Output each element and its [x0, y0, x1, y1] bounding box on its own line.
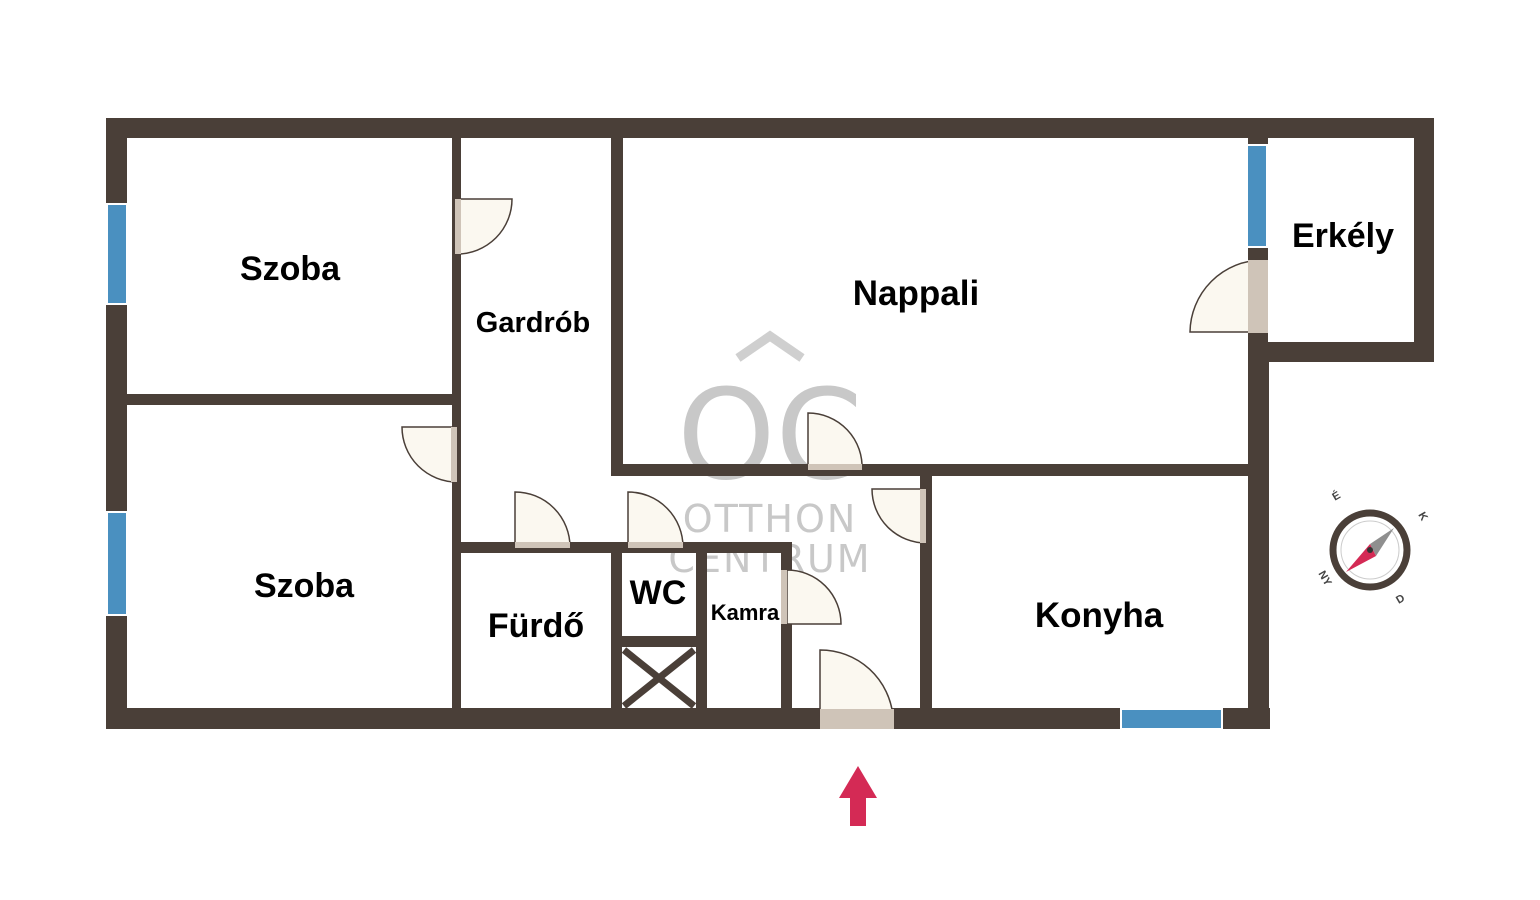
watermark-roof: [735, 330, 805, 362]
window-konyha: [1120, 708, 1223, 730]
compass-letter-d: D: [1394, 592, 1407, 606]
room-label-konyha: Konyha: [1035, 596, 1164, 635]
wall-top: [106, 118, 1268, 138]
compass-letter-k: K: [1415, 510, 1429, 523]
window-szoba-2: [106, 511, 128, 616]
door-konyha: [871, 488, 927, 544]
compass-needle-grey: [1370, 528, 1394, 556]
wall-balcony-bottom: [1248, 342, 1434, 362]
room-label-szoba-1: Szoba: [240, 250, 341, 288]
door-kamra: [786, 569, 842, 625]
compass-letter-ny: NY: [1316, 569, 1334, 589]
door-panel-wc: [628, 542, 683, 548]
windows: [106, 144, 1268, 730]
wall-wc-shaft: [611, 636, 707, 647]
watermark: OC OTTHON CENTRUM: [668, 330, 870, 581]
wall-balcony-top: [1248, 118, 1434, 138]
room-labels: Szoba Szoba Gardrób Nappali Erkély Fürdő…: [240, 217, 1394, 645]
compass-letter-e: É: [1330, 489, 1343, 504]
door-panel-nappali: [808, 464, 862, 470]
wall-kamra-hall: [781, 542, 792, 729]
door-szoba-2: [401, 426, 458, 483]
door-entrance: [819, 649, 894, 718]
room-label-wc: WC: [630, 574, 687, 612]
room-label-furdo: Fürdő: [488, 607, 584, 645]
wall-bottom: [106, 708, 1270, 729]
door-erkely: [1189, 259, 1263, 333]
doors: [401, 198, 1268, 729]
wall-nappali-left: [611, 118, 623, 475]
wall-furdo-wc: [611, 542, 622, 729]
room-label-kamra: Kamra: [711, 600, 780, 625]
compass-icon: É K D NY: [1316, 489, 1430, 607]
room-label-nappali: Nappali: [853, 274, 979, 313]
room-label-gardrob: Gardrób: [476, 307, 590, 339]
door-panel-kamra: [781, 570, 787, 624]
wall-balcony-right: [1414, 118, 1434, 362]
window-szoba-1: [106, 203, 128, 305]
wall-right: [1248, 342, 1269, 729]
window-nappali: [1246, 144, 1268, 248]
door-panel-furdo: [515, 542, 570, 548]
door-nappali: [807, 412, 863, 471]
door-panel-szoba-2: [451, 427, 457, 482]
room-label-erkely: Erkély: [1292, 217, 1394, 255]
door-panel-entrance: [820, 709, 894, 729]
door-panel-erkely: [1248, 260, 1268, 333]
door-panel-szoba-1: [455, 199, 461, 254]
wall-bedroom-divider: [106, 394, 460, 405]
entrance-arrow-icon: [839, 766, 877, 826]
door-panel-konyha: [920, 489, 926, 543]
door-furdo: [514, 491, 571, 548]
shaft-cross: [621, 647, 697, 709]
room-label-szoba-2: Szoba: [254, 567, 355, 605]
watermark-line1: OTTHON: [683, 497, 858, 541]
door-szoba-1: [456, 198, 513, 255]
wall-wc-kamra: [696, 542, 707, 729]
wall-nappali-bottom: [611, 464, 1269, 476]
wall-gardrob-left: [452, 118, 461, 729]
door-wc: [627, 491, 684, 548]
